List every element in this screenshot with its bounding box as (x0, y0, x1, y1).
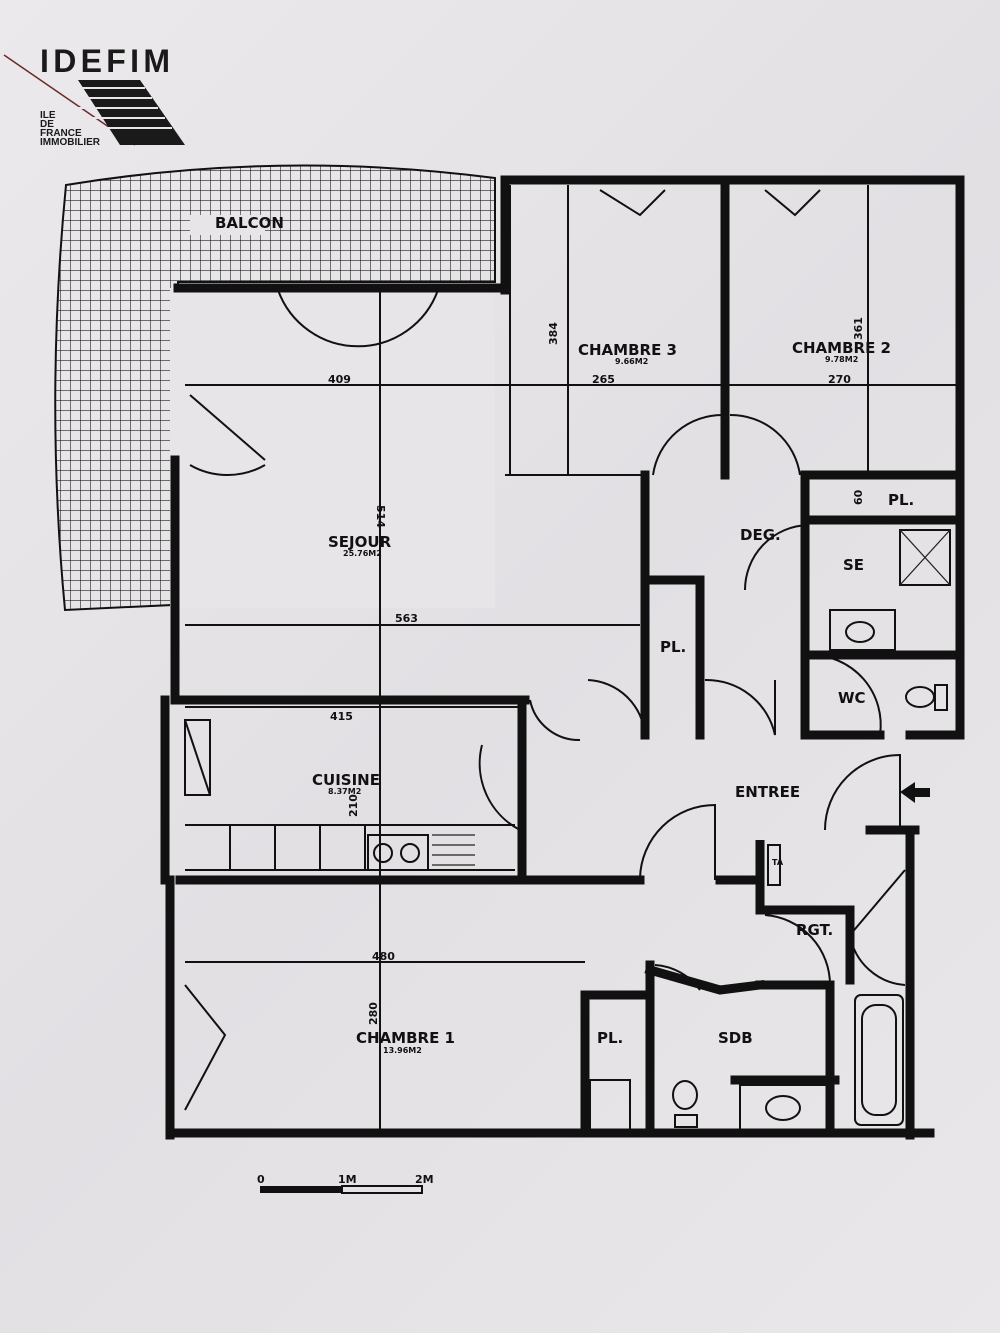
label-ta: TA (772, 858, 784, 867)
area-cuisine: 8.37M2 (328, 787, 361, 796)
label-wc: WC (838, 689, 866, 707)
dim-cuisine-depth: 210 (347, 794, 360, 817)
scale-start: 0 (257, 1173, 265, 1186)
area-chambre2: 9.78M2 (825, 355, 858, 364)
bathtub (854, 994, 904, 1126)
dim-sejour-width: 563 (395, 612, 418, 625)
label-pl-top: PL. (888, 491, 914, 509)
logo-line-3: FRANCE (40, 128, 82, 139)
label-chambre1: CHAMBRE 1 (356, 1029, 455, 1047)
dim-chambre3-depth: 384 (547, 322, 560, 345)
dim-cuisine-width: 415 (330, 710, 353, 723)
scale-bar: 0 1M 2M (257, 1173, 434, 1194)
dim-pl: 60 (852, 489, 865, 505)
scale-end: 2M (415, 1173, 434, 1186)
area-chambre3: 9.66M2 (615, 357, 648, 366)
dim-chambre3-width: 265 (592, 373, 615, 386)
label-chambre2: CHAMBRE 2 (792, 339, 891, 357)
balcony (54, 164, 496, 612)
dim-chambre2-depth: 361 (852, 317, 865, 340)
toilet (905, 686, 935, 708)
label-chambre3: CHAMBRE 3 (578, 341, 677, 359)
sink (845, 621, 875, 643)
logo-line-2: DE (40, 119, 54, 130)
entry-arrow-icon (900, 782, 930, 803)
label-cuisine: CUISINE (312, 771, 380, 789)
idefim-logo: IDEFIM ILE DE FRANCE IMMOBILIER (3, 43, 185, 148)
dim-chambre2-width: 270 (828, 373, 851, 386)
label-rgt: RGT. (796, 921, 833, 939)
walls (160, 175, 965, 1140)
label-entree: ENTREE (735, 783, 800, 801)
label-pl-mid: PL. (660, 638, 686, 656)
dim-sejour-top: 409 (328, 373, 351, 386)
dim-sejour-depth: 514 (374, 505, 387, 528)
interior-lines (184, 185, 960, 1133)
area-chambre1: 13.96M2 (383, 1046, 422, 1055)
dim-chambre1-depth: 280 (367, 1002, 380, 1025)
scale-mid: 1M (338, 1173, 357, 1186)
label-sejour: SEJOUR (328, 533, 392, 551)
logo-line-1: ILE (40, 110, 56, 121)
area-sejour: 25.76M2 (343, 549, 382, 558)
label-pl-bottom: PL. (597, 1029, 623, 1047)
label-balcon: BALCON (215, 214, 284, 232)
logo-line-4: IMMOBILIER (40, 137, 101, 148)
label-se: SE (843, 556, 864, 574)
logo-brand: IDEFIM (40, 43, 170, 79)
label-sdb: SDB (718, 1029, 753, 1047)
label-deg: DEG. (740, 526, 781, 544)
dim-chambre1-width: 480 (372, 950, 395, 963)
shower (899, 529, 951, 586)
